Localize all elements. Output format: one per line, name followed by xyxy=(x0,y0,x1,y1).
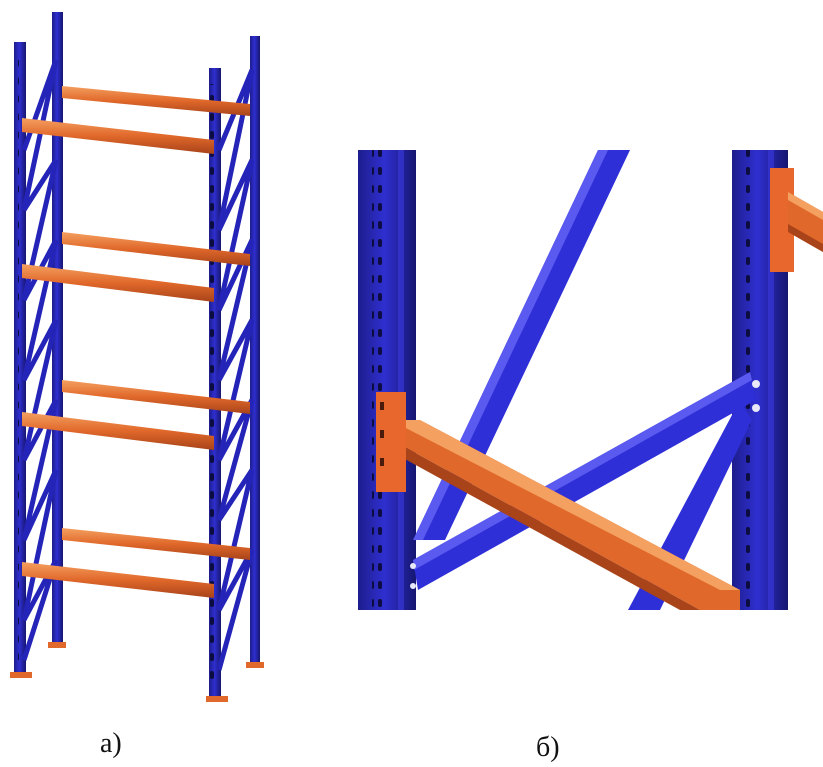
beam-level-3 xyxy=(22,380,250,450)
beam-levels xyxy=(22,86,250,598)
beam-level-2 xyxy=(22,232,250,302)
beam-level-1 xyxy=(22,86,250,154)
beam-level-4 xyxy=(22,528,250,598)
rack-detail xyxy=(358,150,823,610)
right-frame xyxy=(206,36,264,702)
label-b: б) xyxy=(536,732,560,763)
rack-overview xyxy=(10,12,264,702)
label-a: а) xyxy=(100,728,122,759)
